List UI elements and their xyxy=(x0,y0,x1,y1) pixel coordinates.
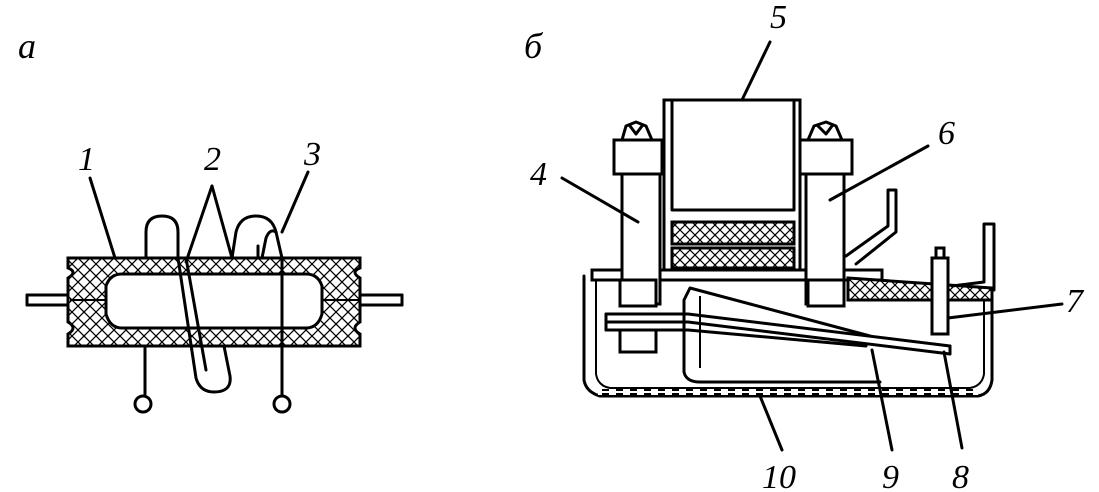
callout-3: 3 xyxy=(303,136,321,173)
housing-bottom-layer xyxy=(598,389,978,395)
callout-10: 10 xyxy=(762,459,796,492)
callout-8: 8 xyxy=(952,459,969,492)
panel-b-relay xyxy=(560,40,1064,452)
callout-2: 2 xyxy=(204,141,221,178)
callout-6: 6 xyxy=(938,115,955,152)
control-coil xyxy=(143,214,284,396)
pillar-right xyxy=(798,120,854,306)
panel-a-reed-switch xyxy=(25,170,404,414)
callout-5: 5 xyxy=(770,0,787,36)
bracket-right xyxy=(950,222,996,292)
panel-label-b: б xyxy=(524,26,544,66)
armature-springs xyxy=(604,312,952,356)
callout-1: 1 xyxy=(78,141,95,178)
lead-wire-right xyxy=(358,293,404,307)
terminal-left xyxy=(133,394,153,414)
coil-upper xyxy=(670,220,796,246)
terminal-right xyxy=(272,394,292,414)
adjust-screw xyxy=(930,246,950,336)
callout-9: 9 xyxy=(882,459,899,492)
panel-label-a: а xyxy=(18,26,36,66)
insulator-strip xyxy=(846,276,994,302)
callout-7: 7 xyxy=(1066,283,1085,320)
lead-wire-left xyxy=(25,293,72,307)
callout-4: 4 xyxy=(530,156,547,193)
bracket-upper xyxy=(844,188,898,266)
coil-lower xyxy=(670,246,796,270)
housing-base xyxy=(582,274,994,398)
gas-cavity xyxy=(104,272,324,330)
return-spring xyxy=(682,286,882,384)
